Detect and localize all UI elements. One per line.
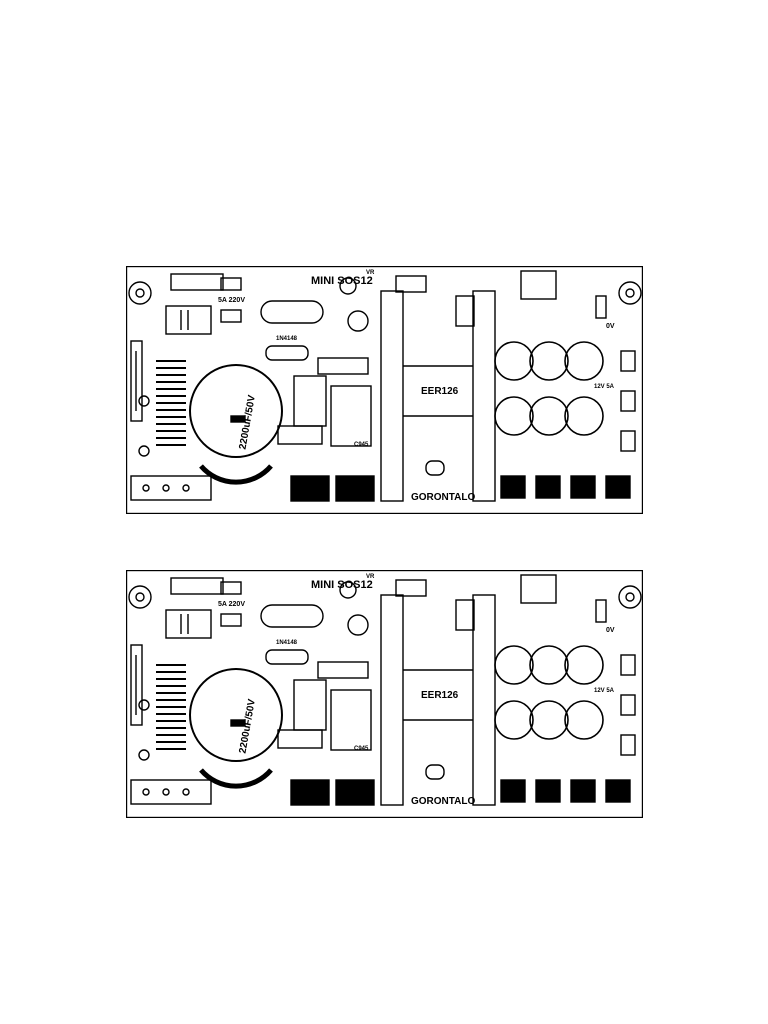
bridge-label: 0V	[606, 323, 615, 330]
location-label: GORONTALO	[411, 492, 475, 503]
board-title: MINI SOS12	[311, 579, 373, 591]
ic-label: EER126	[421, 386, 459, 397]
location-label: GORONTALO	[411, 796, 475, 807]
pcb-layout-top: MINI SOS12 2200uF/50V 5A 220V GORONTALO …	[126, 266, 643, 514]
component-label-2: C945	[354, 746, 369, 752]
power-label: 12V 5A	[594, 384, 615, 390]
power-label: 12V 5A	[594, 688, 615, 694]
pcb-drawing: MINI SOS12 2200uF/50V 5A 220V GORONTALO …	[126, 266, 643, 514]
pcb-drawing: MINI SOS12 2200uF/50V 5A 220V GORONTALO …	[126, 570, 643, 818]
mounting-hole	[128, 281, 642, 305]
component-label-1: 1N4148	[276, 640, 298, 646]
board-title: MINI SOS12	[311, 275, 373, 287]
pot-label: VR	[366, 270, 375, 276]
bridge-label: 0V	[606, 627, 615, 634]
mounting-hole	[128, 585, 642, 609]
fuse-label: 5A 220V	[218, 601, 245, 608]
ic-label: EER126	[421, 690, 459, 701]
component-label-2: C945	[354, 442, 369, 448]
pot-label: VR	[366, 574, 375, 580]
fuse-label: 5A 220V	[218, 297, 245, 304]
pcb-layout-bottom: MINI SOS12 2200uF/50V 5A 220V GORONTALO …	[126, 570, 643, 818]
component-label-1: 1N4148	[276, 336, 298, 342]
